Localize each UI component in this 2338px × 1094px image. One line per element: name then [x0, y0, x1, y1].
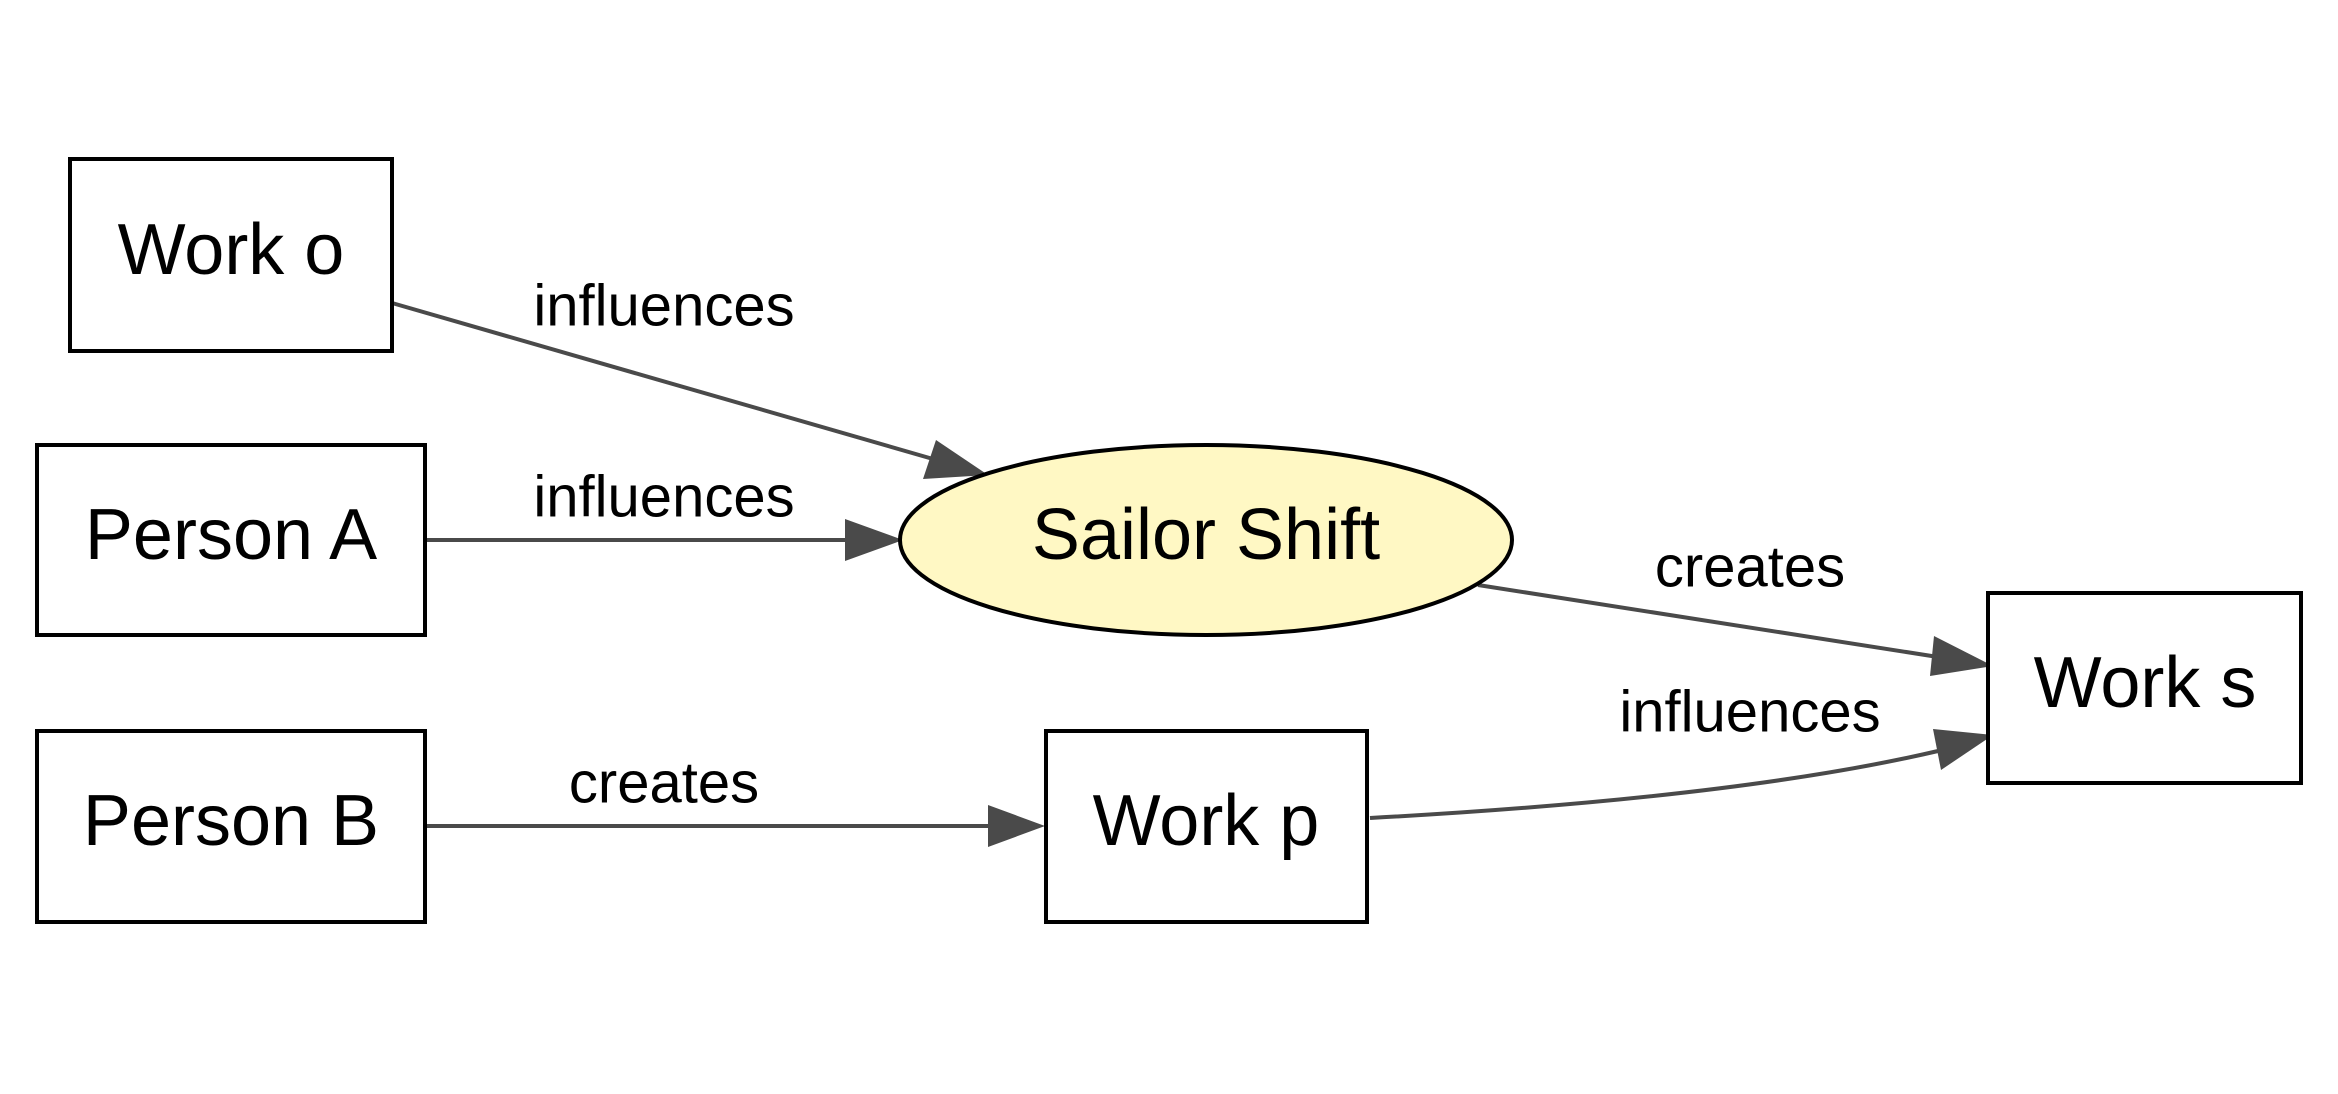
arrowhead	[923, 440, 988, 479]
node-label: Person A	[85, 495, 377, 575]
node-person-b[interactable]: Person B	[35, 729, 427, 924]
node-label: Sailor Shift	[1032, 495, 1380, 575]
arrowhead	[1930, 636, 1993, 676]
edge-work-o-to-sailor-shift: influences	[391, 273, 988, 479]
edge-sailor-shift-to-work-s: creates	[1477, 534, 1993, 676]
edge-work-p-to-work-s: influences	[1369, 679, 1993, 820]
edge-label: influences	[533, 464, 794, 529]
edge-person-b-to-work-p: creates	[425, 750, 1045, 847]
node-label: Work p	[1093, 781, 1320, 861]
node-label: Person B	[83, 781, 379, 861]
node-work-s[interactable]: Work s	[1986, 591, 2303, 785]
edge-label: creates	[569, 750, 759, 815]
central-node-shape	[898, 443, 1514, 637]
node-work-p[interactable]: Work p	[1044, 729, 1369, 924]
arrowhead	[988, 805, 1045, 847]
arrowhead	[845, 519, 903, 561]
edge-label: creates	[1655, 534, 1845, 599]
node-sailor-shift[interactable]: Sailor Shift	[898, 443, 1514, 637]
node-work-o[interactable]: Work o	[68, 157, 394, 353]
node-person-a[interactable]: Person A	[35, 443, 427, 637]
edge-label: influences	[1619, 679, 1880, 744]
edge-person-a-to-sailor-shift: influences	[425, 464, 903, 561]
node-label: Work o	[118, 210, 345, 290]
edge-label: influences	[533, 273, 794, 338]
arrowhead	[1933, 729, 1993, 770]
node-label: Work s	[2034, 643, 2257, 723]
